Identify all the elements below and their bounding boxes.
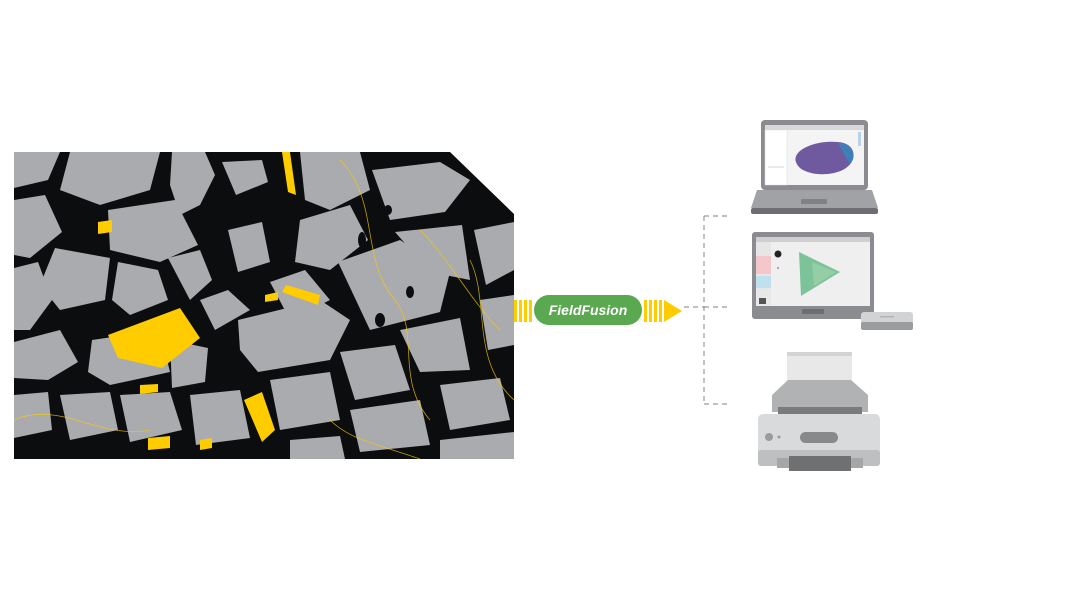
street-map-icon (14, 152, 514, 459)
tablet-monitor-icon (752, 232, 874, 319)
pipeline-connector: FieldFusion (514, 295, 682, 325)
arrow-head-icon (664, 300, 682, 322)
fieldfusion-badge: FieldFusion (534, 295, 642, 325)
brand-plate (802, 309, 824, 314)
printer-icon (758, 352, 880, 471)
dock-icon (861, 312, 913, 330)
triangle-visualization (799, 252, 840, 296)
input-stripes (514, 300, 532, 322)
laptop-icon (751, 120, 878, 214)
distribution-bracket (684, 215, 728, 405)
badge-label: FieldFusion (549, 302, 628, 318)
badge-pill (534, 295, 642, 325)
blob-visualization (795, 141, 854, 175)
output-stripes (644, 300, 682, 322)
